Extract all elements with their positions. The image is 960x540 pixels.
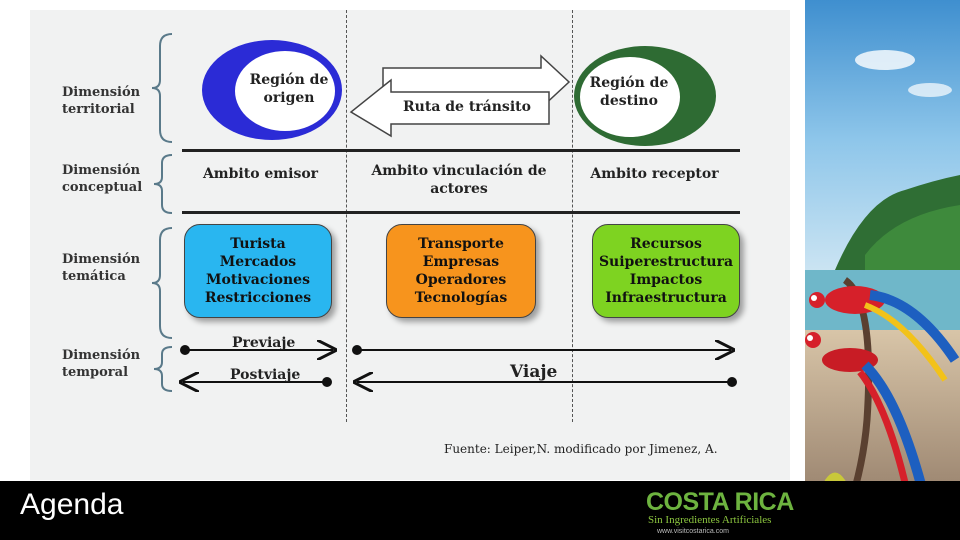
destination-region-shape [574,46,716,146]
brace-temporal [153,346,173,392]
box-vinculacion-item: Operadores [415,272,507,288]
origin-region-shape [202,40,342,140]
box-vinculacion: Transporte Empresas Operadores Tecnologí… [386,224,536,318]
previaje-label: Previaje [232,335,296,351]
box-emisor: Turista Mercados Motivaciones Restriccio… [184,224,332,318]
source-citation: Fuente: Leiper,N. modificado por Jimenez… [444,442,718,456]
box-receptor-item: Impactos [629,272,703,288]
box-emisor-item: Restricciones [204,290,312,306]
box-vinculacion-item: Tecnologías [414,290,508,306]
box-emisor-item: Mercados [219,254,297,270]
postviaje-label: Postviaje [230,367,301,383]
box-vinculacion-item: Transporte [418,236,504,252]
temporal-arrows [175,330,737,400]
ambito-receptor-label: Ambito receptor [590,166,719,182]
costa-rica-logo: COSTA RICA [646,488,794,516]
brace-conceptual [153,154,173,214]
separator-top [182,149,740,152]
brace-tematica [151,227,173,339]
box-receptor: Recursos Suiperestructura Impactos Infra… [592,224,740,318]
ambito-vinculacion-label: Ambito vinculación de actores [371,163,547,197]
transit-route-label: Ruta de tránsito [403,99,531,115]
slide-title: Agenda [20,488,124,521]
box-emisor-item: Turista [230,236,286,252]
dimension-temporal-label: Dimensión temporal [62,348,141,380]
dimension-tematica-label: Dimensión temática [62,252,141,284]
costa-rica-url: www.visitcostarica.com [657,528,729,535]
box-emisor-item: Motivaciones [206,272,310,288]
transit-arrows [349,54,571,138]
box-receptor-item: Recursos [630,236,702,252]
box-receptor-item: Infraestructura [605,290,727,306]
separator-bottom [182,211,740,214]
divider-left [346,10,347,422]
origin-region-label: Región de origen [249,72,329,106]
costa-rica-macaw-photo [805,0,960,540]
divider-right [572,10,573,422]
brace-territorial [151,33,173,143]
viaje-label: Viaje [510,362,558,382]
box-receptor-item: Suiperestructura [598,254,734,270]
costa-rica-tagline: Sin Ingredientes Artificiales [648,514,772,526]
ambito-emisor-label: Ambito emisor [202,166,319,182]
dimension-conceptual-label: Dimensión conceptual [62,163,143,195]
footer-bar [0,481,960,540]
box-vinculacion-item: Empresas [422,254,500,270]
destination-region-label: Región de destino [589,75,669,109]
dimension-territorial-label: Dimensión territorial [62,85,141,117]
